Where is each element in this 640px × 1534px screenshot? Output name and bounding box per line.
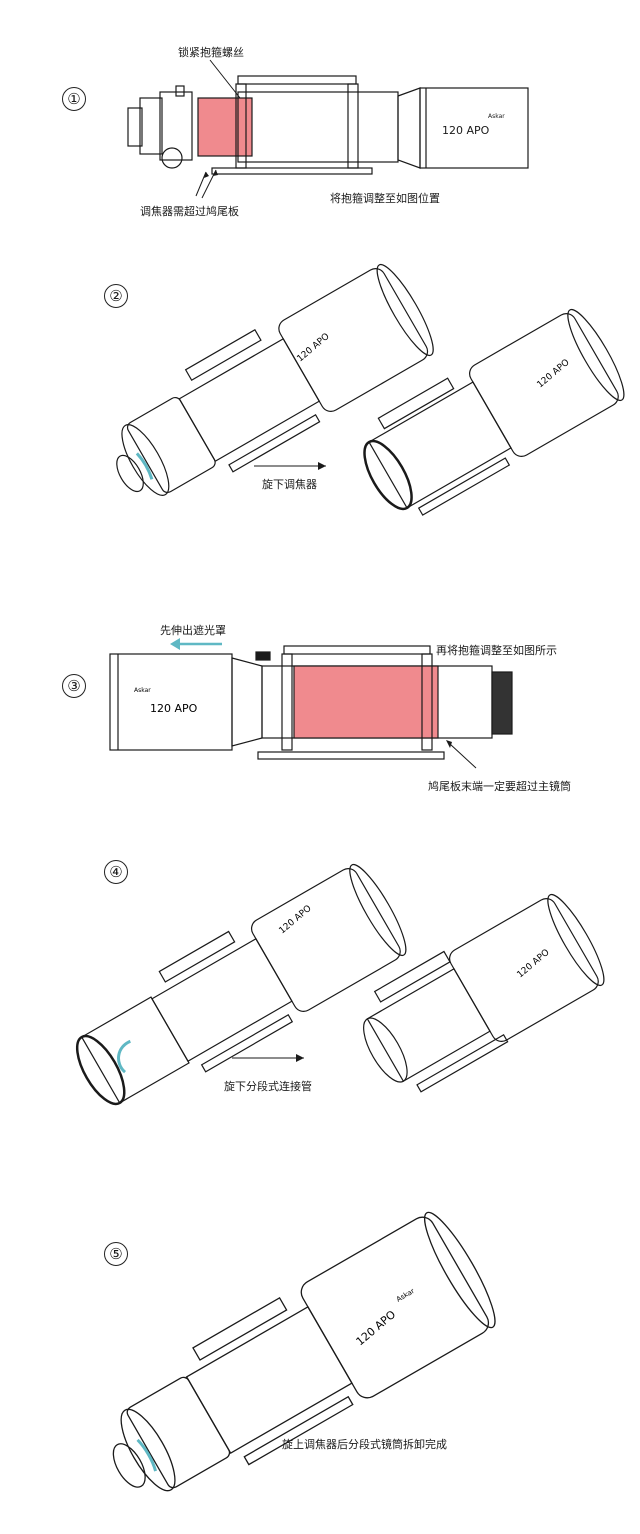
step-2: ② 120 APO 120 APO 旋下调焦器 (0, 263, 640, 560)
brand-logo: Askar (488, 113, 505, 120)
brand-logo: Askar (134, 687, 151, 694)
step-1: ① 120 APO Askar (0, 0, 640, 240)
model-label: 120 APO (150, 702, 198, 715)
step-number: ④ (104, 860, 128, 884)
label-action: 旋下分段式连接管 (224, 1080, 312, 1093)
svg-text:120 APO: 120 APO (536, 358, 572, 391)
label-rings: 将抱箍调整至如图位置 (330, 192, 440, 205)
telescope-side-view-1: 120 APO Askar (127, 59, 529, 199)
step-5: ⑤ 120 APO Askar 旋上调焦器后分段式镜筒拆卸完成 (0, 1200, 640, 1534)
step-4: ④ 120 APO 120 APO 旋下分段式连接管 (0, 850, 640, 1150)
step-3: ③ Askar 120 APO 先伸出遮光罩 (0, 610, 640, 810)
svg-text:120 APO: 120 APO (354, 1308, 399, 1349)
svg-text:120 APO: 120 APO (278, 904, 314, 937)
telescope-side-view-3: Askar 120 APO (109, 638, 513, 769)
telescope-with-extension: 120 APO 120 APO (75, 863, 605, 1106)
step-number: ③ (62, 674, 86, 698)
label-focuser: 调焦器需超过鸠尾板 (140, 205, 239, 218)
model-label: 120 APO (296, 332, 332, 365)
step-number: ⑤ (104, 1242, 128, 1266)
svg-text:Askar: Askar (395, 1287, 416, 1304)
svg-text:120 APO: 120 APO (516, 948, 552, 981)
model-label: 120 APO (442, 124, 490, 137)
label-dovetail: 鸠尾板末端一定要超过主镜筒 (428, 780, 571, 793)
label-rings: 再将抱箍调整至如图所示 (436, 644, 557, 657)
step-number: ① (62, 87, 86, 111)
label-action: 旋上调焦器后分段式镜筒拆卸完成 (282, 1438, 447, 1451)
telescope-reassembled: 120 APO Askar (112, 1211, 496, 1492)
label-hood: 先伸出遮光罩 (160, 624, 226, 637)
label-screw: 锁紧抱箍螺丝 (178, 46, 244, 59)
telescope-with-focuser: 120 APO 120 APO (116, 263, 625, 516)
label-action: 旋下调焦器 (262, 478, 317, 491)
step-number: ② (104, 284, 128, 308)
